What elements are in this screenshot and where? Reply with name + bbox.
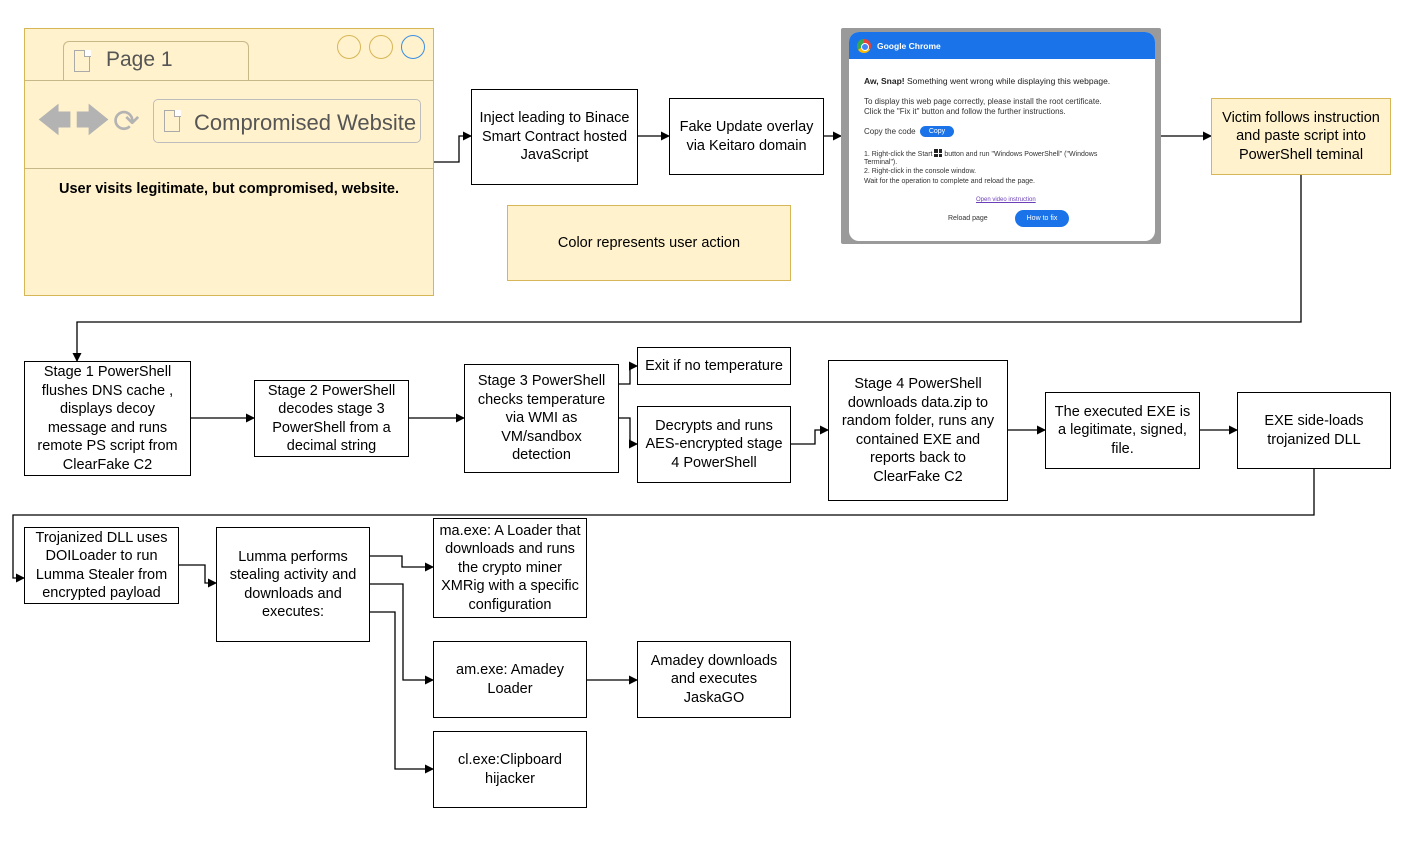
edge-lumma-am: [369, 583, 434, 685]
edge-decrypts-stage4: [790, 425, 829, 445]
reload-page-link[interactable]: Reload page: [948, 215, 988, 222]
edge-lumma-ma: [369, 555, 434, 572]
chrome-dialog-step2: 2. Right-click in the console window.: [864, 168, 977, 175]
back-arrow-icon: 🡄: [37, 102, 73, 140]
node-stage1-powershell: Stage 1 PowerShell flushes DNS cache , d…: [24, 361, 191, 476]
node-exit-no-temperature: Exit if no temperature: [637, 347, 791, 385]
chrome-dialog-heading: Aw, Snap! Something went wrong while dis…: [864, 76, 1111, 86]
how-to-fix-button[interactable]: How to fix: [1015, 210, 1069, 227]
node-trojanized-dll: Trojanized DLL uses DOILoader to run Lum…: [24, 527, 179, 604]
node-inject-javascript: Inject leading to Binace Smart Contract …: [471, 89, 638, 185]
node-lumma-label: Lumma performs stealing activity and dow…: [229, 548, 357, 621]
page-icon: [74, 49, 91, 72]
edge-trojanized-lumma: [178, 564, 217, 588]
chrome-dialog-card: Google Chrome Aw, Snap! Something went w…: [849, 32, 1155, 241]
node-stage3-powershell: Stage 3 PowerShell checks temperature vi…: [464, 364, 619, 473]
page-icon: [164, 109, 181, 132]
close-circle-icon: [401, 35, 425, 59]
node-victim-label: Victim follows instruction and paste scr…: [1222, 109, 1380, 163]
forward-arrow-icon: 🡆: [75, 102, 111, 140]
node-stage3-label: Stage 3 PowerShell checks temperature vi…: [477, 373, 606, 464]
node-stage1-label: Stage 1 PowerShell flushes DNS cache , d…: [37, 364, 178, 473]
browser-window-mock: Page 1 🡄 🡆 ⟳ Compromised Website User vi…: [24, 28, 434, 296]
edge-browser-inject: [434, 131, 472, 163]
node-stage4-label: Stage 4 PowerShell downloads data.zip to…: [841, 376, 995, 485]
edge-stage3-decrypts: [618, 417, 638, 449]
browser-tab: Page 1: [63, 41, 249, 81]
legend-label: Color represents user action: [557, 234, 741, 251]
node-stage4-powershell: Stage 4 PowerShell downloads data.zip to…: [828, 360, 1008, 501]
maximize-circle-icon: [369, 35, 393, 59]
node-victim-pastes-script: Victim follows instruction and paste scr…: [1211, 98, 1391, 175]
chrome-logo-icon: [857, 38, 871, 53]
chrome-dialog-para1: To display this web page correctly, plea…: [864, 97, 1102, 106]
node-cl-label: cl.exe:Clipboard hijacker: [458, 752, 562, 787]
chrome-dialog-step1-cont: Terminal").: [864, 159, 898, 166]
node-stage2-powershell: Stage 2 PowerShell decodes stage 3 Power…: [254, 380, 409, 457]
chrome-dialog-step1: 1. Right-click the Start button and run …: [864, 149, 1098, 158]
browser-caption: User visits legitimate, but compromised,…: [58, 181, 400, 197]
node-ma-exe: ma.exe: A Loader that downloads and runs…: [433, 518, 587, 618]
edge-victim-stage1: [72, 175, 1302, 362]
node-decrypts-label: Decrypts and runs AES-encrypted stage 4 …: [645, 417, 783, 471]
node-ma-label: ma.exe: A Loader that downloads and runs…: [439, 522, 581, 613]
node-amadey-jaskago: Amadey downloads and executes JaskaGO: [637, 641, 791, 718]
node-executed-exe: The executed EXE is a legitimate, signed…: [1045, 392, 1200, 469]
copy-button[interactable]: Copy: [920, 126, 954, 137]
open-video-link[interactable]: Open video instruction: [976, 197, 1036, 203]
fake-chrome-dialog-screenshot: Google Chrome Aw, Snap! Something went w…: [841, 28, 1161, 244]
windows-logo-icon: [934, 149, 943, 157]
node-sideload-label: EXE side-loads trojanized DLL: [1264, 413, 1364, 448]
copy-code-label: Copy the code: [864, 127, 916, 136]
chrome-dialog-para2: Click the "Fix it" button and follow the…: [864, 107, 1066, 116]
chrome-dialog-header: Google Chrome: [849, 32, 1155, 59]
node-inject-label: Inject leading to Binace Smart Contract …: [479, 110, 630, 164]
tab-label: Page 1: [106, 48, 173, 71]
node-trojanized-label: Trojanized DLL uses DOILoader to run Lum…: [35, 529, 168, 602]
node-exit-label: Exit if no temperature: [645, 357, 783, 374]
node-decrypt-stage4: Decrypts and runs AES-encrypted stage 4 …: [637, 406, 791, 483]
node-stage2-label: Stage 2 PowerShell decodes stage 3 Power…: [267, 382, 396, 455]
reload-icon: ⟳: [113, 103, 140, 139]
edge-lumma-cl: [369, 611, 434, 774]
node-amadey-label: Amadey downloads and executes JaskaGO: [650, 652, 778, 706]
legend-user-action: Color represents user action: [507, 205, 791, 281]
toolbar-divider: [25, 168, 433, 169]
edge-stage3-exit: [618, 361, 638, 385]
node-fake-update: Fake Update overlay via Keitaro domain: [669, 98, 824, 175]
node-fake-update-label: Fake Update overlay via Keitaro domain: [679, 119, 814, 154]
node-cl-exe: cl.exe:Clipboard hijacker: [433, 731, 587, 808]
tab-divider: [25, 80, 433, 81]
minimize-circle-icon: [337, 35, 361, 59]
node-exe-sideloads: EXE side-loads trojanized DLL: [1237, 392, 1391, 469]
node-am-label: am.exe: Amadey Loader: [456, 662, 564, 697]
node-lumma-stealer: Lumma performs stealing activity and dow…: [216, 527, 370, 642]
edge-sideload-trojanized: [12, 468, 1315, 583]
chrome-dialog-title: Google Chrome: [877, 40, 941, 51]
chrome-dialog-step3: Wait for the operation to complete and r…: [864, 178, 1035, 185]
node-am-exe: am.exe: Amadey Loader: [433, 641, 587, 718]
node-exe-label: The executed EXE is a legitimate, signed…: [1054, 403, 1191, 457]
address-bar: Compromised Website: [153, 99, 421, 143]
address-bar-text: Compromised Website: [194, 110, 417, 135]
